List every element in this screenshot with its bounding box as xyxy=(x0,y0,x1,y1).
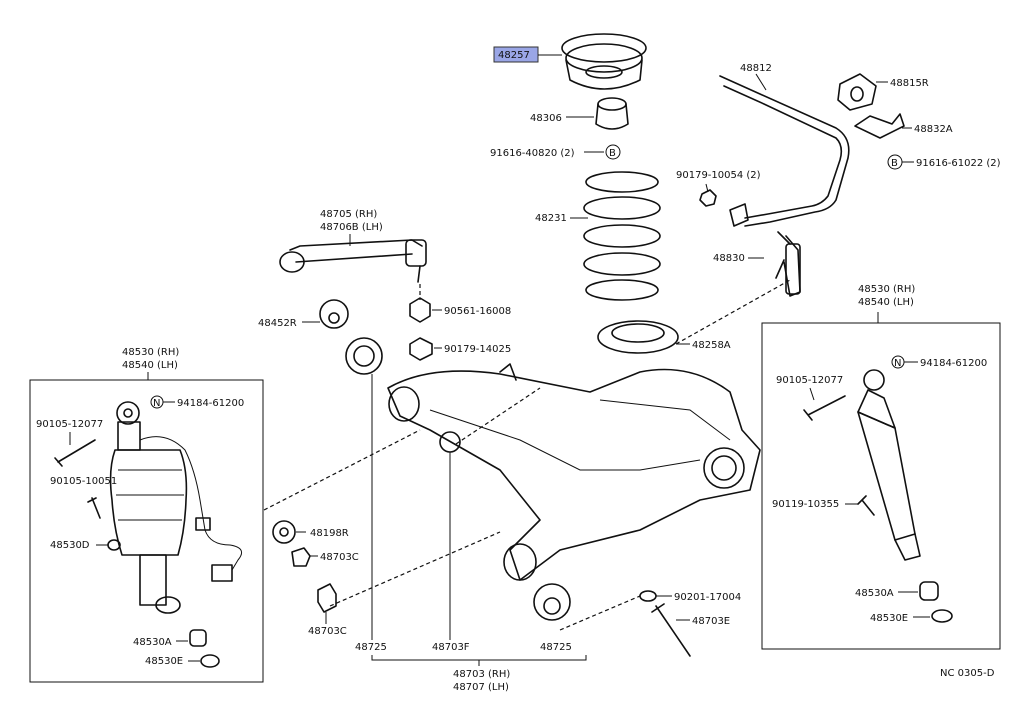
label-48703F: 48703F xyxy=(432,642,470,653)
label-left-48530A: 48530A xyxy=(133,637,172,648)
arm-bushing-48725-upper xyxy=(345,337,383,375)
right-lower-bolt xyxy=(857,495,875,516)
label-48231: 48231 xyxy=(535,213,567,224)
label-90561-16008: 90561-16008 xyxy=(444,306,511,317)
label-right-48530A: 48530A xyxy=(855,588,894,599)
label-left-48540: 48540 (LH) xyxy=(122,360,178,371)
washer-90201-17004 xyxy=(639,590,657,602)
bushing-48452R xyxy=(319,299,349,329)
left-bushing-48530A xyxy=(189,629,207,647)
right-bushing-48530A xyxy=(919,581,939,601)
label-right-48530E: 48530E xyxy=(870,613,908,624)
label-91616-61022: 91616-61022 (2) xyxy=(916,158,1001,169)
assembly-line-left-shock-lower xyxy=(329,531,501,607)
left-upper-bolt xyxy=(54,439,96,467)
label-48812: 48812 xyxy=(740,63,772,74)
label-48703E: 48703E xyxy=(692,616,730,627)
label-48830: 48830 xyxy=(713,253,745,264)
right-shock-assembly-box xyxy=(761,322,1001,650)
label-90179-10054: 90179-10054 (2) xyxy=(676,170,761,181)
right-n-circle-letter: N xyxy=(894,358,901,369)
washer-48198R xyxy=(272,520,296,544)
label-right-48540: 48540 (LH) xyxy=(858,297,914,308)
label-48725-right: 48725 xyxy=(540,642,572,653)
label-48257: 48257 xyxy=(498,50,530,61)
upper-spring-seat-48257 xyxy=(561,33,647,90)
nut-90179-14025 xyxy=(409,337,433,361)
label-48725-left: 48725 xyxy=(355,642,387,653)
bushing-bracket-48832A xyxy=(854,113,905,139)
label-48707: 48707 (LH) xyxy=(453,682,509,693)
b-circle-right-letter: B xyxy=(891,158,898,169)
right-upper-bolt xyxy=(803,395,846,421)
label-48198R: 48198R xyxy=(310,528,349,539)
label-90179-14025: 90179-14025 xyxy=(444,344,511,355)
label-left-90105-12077: 90105-12077 xyxy=(36,419,103,430)
assembly-line-bolt-48703E xyxy=(559,595,641,631)
label-left-90105-10051: 90105-10051 xyxy=(50,476,117,487)
coil-spring-48231 xyxy=(583,171,661,301)
left-washer-48530E xyxy=(200,654,220,668)
lower-spring-insulator-48258A xyxy=(597,320,679,354)
label-48703C-lower: 48703C xyxy=(308,626,347,637)
left-washer-48530D xyxy=(107,539,121,551)
bump-stopper-48306 xyxy=(595,97,629,130)
label-48705: 48705 (RH) xyxy=(320,209,377,220)
arm-bushing-48725-lower xyxy=(533,583,571,621)
label-left-94184: 94184-61200 xyxy=(177,398,244,409)
left-air-shock-absorber xyxy=(109,401,243,614)
label-48832A: 48832A xyxy=(914,124,953,135)
label-48258A: 48258A xyxy=(692,340,731,351)
label-48306: 48306 xyxy=(530,113,562,124)
label-90201-17004: 90201-17004 xyxy=(674,592,741,603)
label-right-94184: 94184-61200 xyxy=(920,358,987,369)
left-n-circle-letter: N xyxy=(153,398,160,409)
label-48703: 48703 (RH) xyxy=(453,669,510,680)
rear-axle-carrier-arm-assembly xyxy=(387,363,761,581)
assembly-line-axle-bushing xyxy=(455,387,541,445)
stabilizer-bar-48812 xyxy=(719,75,850,227)
nut-90179-10054 xyxy=(699,189,717,207)
right-washer-48530E xyxy=(931,609,953,623)
left-lower-bolt xyxy=(87,497,101,519)
nut-90561-16008 xyxy=(409,297,431,323)
label-left-48530: 48530 (RH) xyxy=(122,347,179,358)
label-left-48530D: 48530D xyxy=(50,540,90,551)
label-right-90119-10355: 90119-10355 xyxy=(772,499,839,510)
label-48706B: 48706B (LH) xyxy=(320,222,383,233)
arm-assembly-bracket-line xyxy=(371,655,587,661)
label-right-90105-12077: 90105-12077 xyxy=(776,375,843,386)
label-48703C-upper: 48703C xyxy=(320,552,359,563)
right-shock-absorber xyxy=(857,369,921,561)
stabilizer-link-48830 xyxy=(775,231,801,297)
b-circle-left-letter: B xyxy=(609,148,616,159)
assembly-line-spring-to-link xyxy=(675,279,791,345)
assembly-line-left-shock-upper xyxy=(263,429,421,511)
collar-48703C-upper xyxy=(291,547,311,567)
left-shock-assembly-box xyxy=(29,379,264,683)
label-right-48530: 48530 (RH) xyxy=(858,284,915,295)
lateral-control-rod-48705 xyxy=(279,239,427,283)
label-91616-40820: 91616-40820 (2) xyxy=(490,148,575,159)
label-48815R: 48815R xyxy=(890,78,929,89)
diagram-footer-code: NC 0305-D xyxy=(940,668,995,679)
bolt-48703E xyxy=(651,603,691,657)
collar-48703C-lower xyxy=(317,583,337,613)
label-48452R: 48452R xyxy=(258,318,297,329)
stabilizer-bushing-48815R xyxy=(837,73,877,111)
label-left-48530E: 48530E xyxy=(145,656,183,667)
b-circle-left xyxy=(605,144,621,160)
